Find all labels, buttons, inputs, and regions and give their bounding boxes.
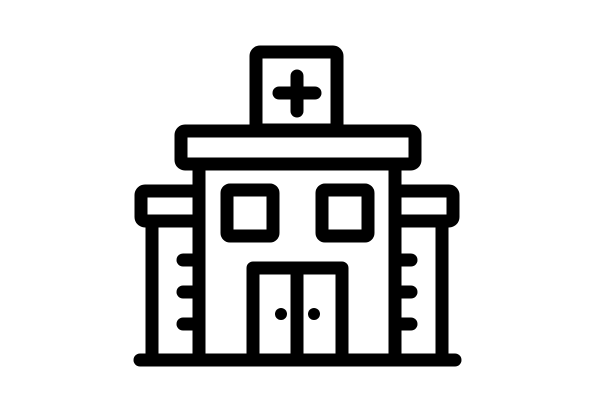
building-wing-icon-left [134,184,206,367]
building-wing-icon-right [388,184,460,367]
window-icon-right [315,183,375,243]
cross-sign-icon [249,45,344,137]
window-icon-left [220,183,280,243]
door-knob-icons [275,308,320,320]
roof-slab [174,124,422,171]
double-door-icon [246,261,349,367]
